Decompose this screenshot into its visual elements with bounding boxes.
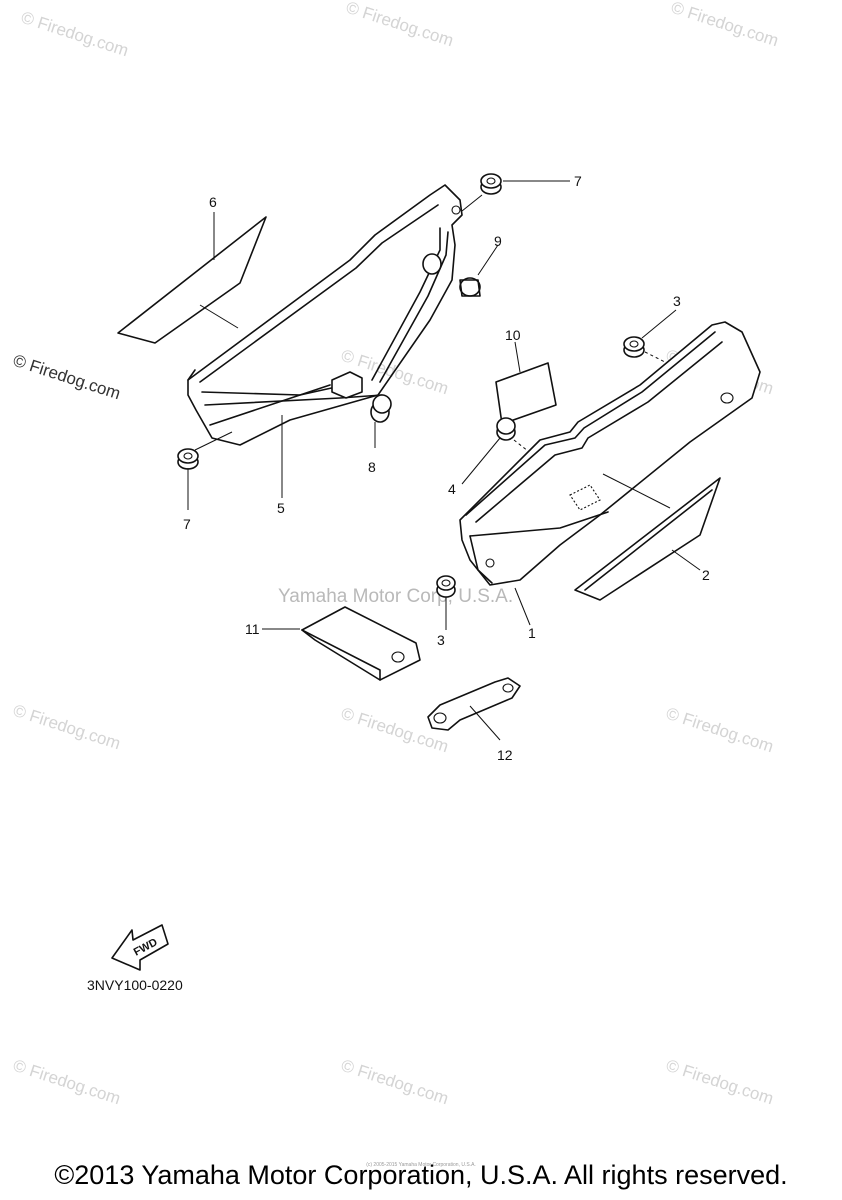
part-label-5: 5 <box>277 500 285 516</box>
part-label-4: 4 <box>448 481 456 497</box>
part-label-1: 1 <box>528 625 536 641</box>
diagram-code: 3NVY100-0220 <box>87 977 183 993</box>
part-label-10: 10 <box>505 327 521 343</box>
part-2-decal <box>574 473 721 601</box>
part-1-side-cover <box>459 321 761 626</box>
part-label-12: 12 <box>497 747 513 763</box>
part-label-3-bottom: 3 <box>437 632 445 648</box>
watermark: © Firedog.com <box>664 1056 776 1109</box>
part-label-6: 6 <box>209 194 217 210</box>
part-label-9: 9 <box>494 233 502 249</box>
part-label-8: 8 <box>368 459 376 475</box>
tiny-credit: (c) 2005-2015 Yamaha Motor Corporation, … <box>366 1162 476 1168</box>
watermark: © Firedog.com <box>11 1056 123 1109</box>
part-12-strap <box>427 677 521 741</box>
watermark: © Firedog.com <box>664 704 776 757</box>
fwd-arrow-icon: FWD <box>111 924 169 971</box>
part-8-grommet <box>370 394 392 448</box>
part-label-7-bottom: 7 <box>183 516 191 532</box>
watermark-center: Yamaha Motor Corp, U.S.A. <box>278 586 513 607</box>
part-label-7-top: 7 <box>574 173 582 189</box>
part-11-pad <box>262 606 421 681</box>
watermark: © Firedog.com <box>344 0 456 50</box>
watermark: © Firedog.com <box>11 351 123 404</box>
part-label-2: 2 <box>702 567 710 583</box>
part-label-11: 11 <box>245 621 260 637</box>
watermark: © Firedog.com <box>19 8 131 61</box>
watermark: © Firedog.com <box>11 701 123 754</box>
part-5-frame <box>187 184 463 498</box>
watermark: © Firedog.com <box>669 0 781 50</box>
part-3-grommet-top <box>623 309 726 393</box>
watermark: © Firedog.com <box>339 1056 451 1109</box>
part-6-decal <box>117 212 267 344</box>
part-3-grommet-bottom <box>436 575 456 630</box>
part-7-grommet-bottom <box>177 431 233 510</box>
part-10-label <box>495 341 557 425</box>
copyright-notice: ©2013 Yamaha Motor Corporation, U.S.A. A… <box>54 1160 788 1190</box>
part-label-3-top: 3 <box>673 293 681 309</box>
part-9-collar <box>422 244 499 297</box>
part-7-grommet-top <box>461 173 570 212</box>
